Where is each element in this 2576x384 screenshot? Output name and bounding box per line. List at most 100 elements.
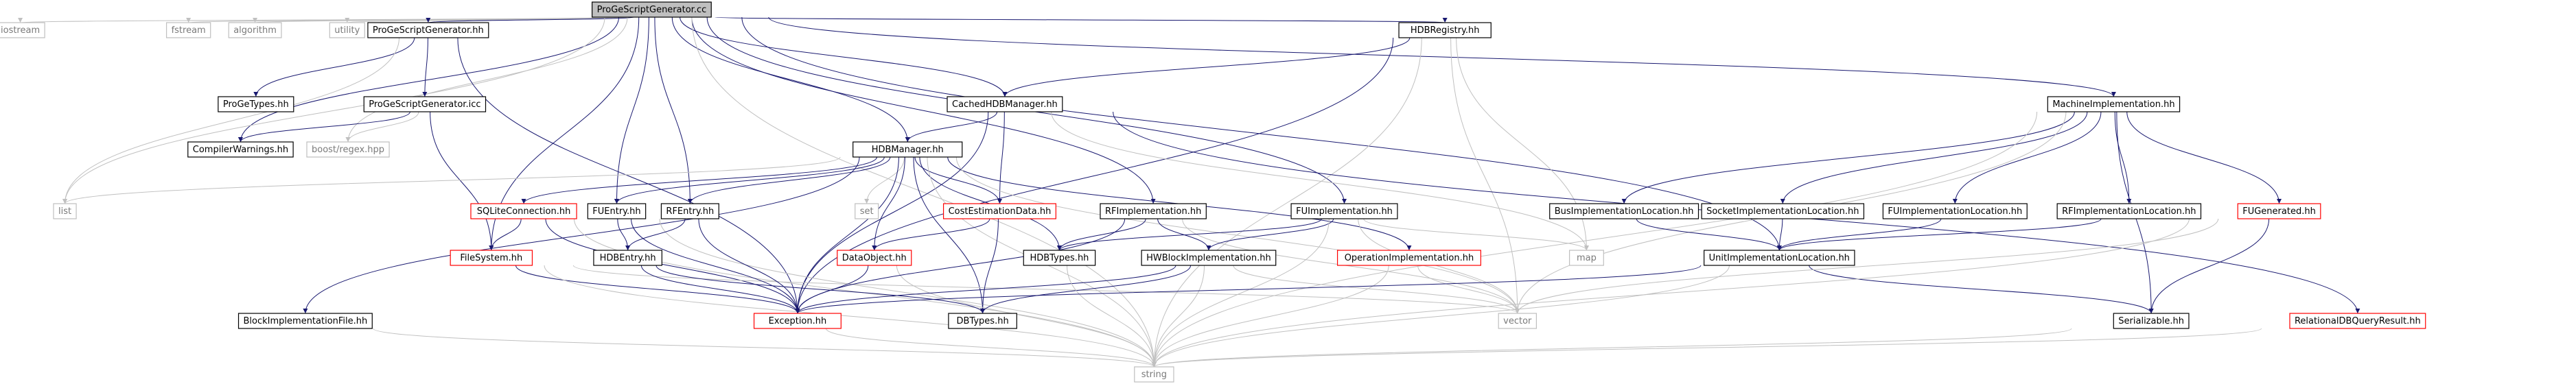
edge-hdbmanager-to-dbtypes (913, 156, 984, 314)
node-box (942, 203, 1056, 219)
node-hwblock[interactable]: HWBlockImplementation.hh (1141, 250, 1277, 266)
node-fuimplloc[interactable]: FUImplementationLocation.hh (1882, 203, 2028, 219)
node-label: Serializable.hh (2118, 316, 2184, 326)
node-label: ProGeScriptGenerator.icc (369, 99, 480, 110)
node-label: MachineImplementation.hh (2052, 99, 2174, 110)
node-machineimpl[interactable]: MachineImplementation.hh (2047, 96, 2181, 112)
edge-cachedhdb-to-costest (999, 111, 1005, 204)
node-label: ProGeTypes.hh (223, 99, 289, 110)
node-root[interactable]: ProGeScriptGenerator.cc (592, 1, 712, 18)
edge-hdbmanager-to-dataobject (874, 156, 905, 251)
edge-hdbmanager-to-list (65, 156, 841, 204)
node-label: string (1141, 370, 1167, 380)
node-box (237, 313, 373, 329)
edge-root-to-hdbmanager (671, 16, 908, 143)
node-label: list (58, 206, 71, 217)
node-label: BusImplementationLocation.hh (1555, 206, 1694, 217)
node-compilerwarnings[interactable]: CompilerWarnings.hh (187, 141, 294, 158)
edge-unitimplloc-to-exception (797, 265, 1702, 314)
node-serializable[interactable]: Serializable.hh (2113, 313, 2190, 329)
node-dbtypes[interactable]: DBTypes.hh (948, 313, 1017, 329)
node-fuimpl[interactable]: FUImplementation.hh (1290, 203, 1398, 219)
edge-root-to-rfentry (654, 16, 691, 204)
node-blockimpl[interactable]: BlockImplementationFile.hh (237, 313, 373, 329)
edge-rfimpl-to-hdbtypes (1058, 218, 1146, 251)
node-box (1141, 250, 1277, 266)
node-opimpl[interactable]: OperationImplementation.hh (1336, 250, 1481, 266)
node-string[interactable]: string (1134, 366, 1174, 383)
node-socketimplloc[interactable]: SocketImplementationLocation.hh (1701, 203, 1865, 219)
node-fuentry[interactable]: FUEntry.hh (587, 203, 647, 219)
edge-progesg-hh-to-exception (457, 37, 798, 314)
edge-arrowhead (303, 309, 308, 313)
node-sqlite[interactable]: SQLiteConnection.hh (470, 203, 577, 219)
node-cachedhdb[interactable]: CachedHDBManager.hh (947, 96, 1063, 112)
edge-arrowhead (614, 199, 619, 204)
node-progesg-hh[interactable]: ProGeScriptGenerator.hh (367, 22, 489, 38)
node-progetypes[interactable]: ProGeTypes.hh (218, 96, 294, 112)
edge-arrowhead (1515, 309, 1520, 313)
node-busimplloc[interactable]: BusImplementationLocation.hh (1549, 203, 1699, 219)
node-relationaldb[interactable]: RelationalDBQueryResult.hh (2289, 313, 2426, 329)
edge-hwblock-to-string (1153, 265, 1205, 368)
node-map[interactable]: map (1568, 250, 1604, 266)
node-hdbentry[interactable]: HDBEntry.hh (593, 250, 662, 266)
edge-arrowhead (1776, 245, 1782, 250)
node-box (1701, 203, 1865, 219)
node-dataobject[interactable]: DataObject.hh (837, 250, 912, 266)
edge-arrowhead (426, 18, 431, 23)
node-box (2113, 313, 2190, 329)
node-fugenerated[interactable]: FUGenerated.hh (2237, 203, 2321, 219)
node-filesystem[interactable]: FileSystem.hh (450, 250, 533, 266)
node-utility[interactable]: utility (329, 22, 365, 38)
node-progesg-icc[interactable]: ProGeScriptGenerator.icc (363, 96, 487, 112)
node-box (660, 203, 719, 219)
edge-arrowhead (1206, 245, 1211, 250)
edge-arrowhead (1583, 245, 1589, 250)
node-hdbregistry[interactable]: HDBRegistry.hh (1398, 22, 1492, 38)
edge-fuentry-to-string (659, 218, 1154, 368)
node-rfentry[interactable]: RFEntry.hh (660, 203, 719, 219)
node-unitimplloc[interactable]: UnitImplementationLocation.hh (1704, 250, 1855, 266)
node-vector[interactable]: vector (1498, 313, 1538, 329)
node-algorithm[interactable]: algorithm (228, 22, 282, 38)
node-fstream[interactable]: fstream (165, 22, 211, 38)
node-box (450, 250, 533, 266)
node-exception[interactable]: Exception.hh (753, 313, 842, 329)
edge-hdbmanager-to-sqlite (523, 156, 878, 204)
node-box (329, 22, 365, 38)
node-box (947, 96, 1063, 112)
node-label: DBTypes.hh (957, 316, 1009, 326)
edge-hwblock-to-exception (797, 265, 1176, 314)
node-hdbtypes[interactable]: HDBTypes.hh (1023, 250, 1096, 266)
edge-machineimpl-to-rfimplloc (2114, 111, 2130, 204)
node-rfimplloc[interactable]: RFImplementationLocation.hh (2056, 203, 2202, 219)
node-boostregex[interactable]: boost/regex.hpp (306, 141, 390, 158)
edge-cachedhdb-to-hdbmanager (907, 111, 998, 143)
edge-arrowhead (687, 199, 693, 204)
edge-fuimpl-to-vector (1358, 218, 1518, 314)
node-costest[interactable]: CostEstimationData.hh (942, 203, 1056, 219)
edge-arrowhead (872, 245, 877, 250)
node-label: set (860, 206, 874, 217)
edge-rfentry-to-exception (698, 218, 798, 314)
node-rfimpl[interactable]: RFImplementation.hh (1100, 203, 1207, 219)
edge-arrowhead (625, 245, 631, 250)
node-box (852, 141, 963, 158)
node-iostream[interactable]: iostream (0, 22, 45, 38)
node-hdbmanager[interactable]: HDBManager.hh (852, 141, 963, 158)
node-box (1100, 203, 1207, 219)
edge-filesystem-to-string (544, 265, 1154, 368)
edge-arrowhead (18, 18, 23, 23)
edge-root-to-fuentry (616, 16, 649, 204)
edge-busimplloc-to-unitimplloc (1636, 218, 1780, 251)
edge-machineimpl-to-fugenerated (2126, 111, 2280, 204)
node-box (2047, 96, 2181, 112)
edge-root-to-hdbregistry (715, 16, 1446, 23)
edge-unitimplloc-to-string (1153, 265, 1730, 368)
node-box (753, 313, 842, 329)
node-set[interactable]: set (855, 203, 879, 219)
edge-arrowhead (2355, 309, 2360, 313)
node-list[interactable]: list (53, 203, 77, 219)
